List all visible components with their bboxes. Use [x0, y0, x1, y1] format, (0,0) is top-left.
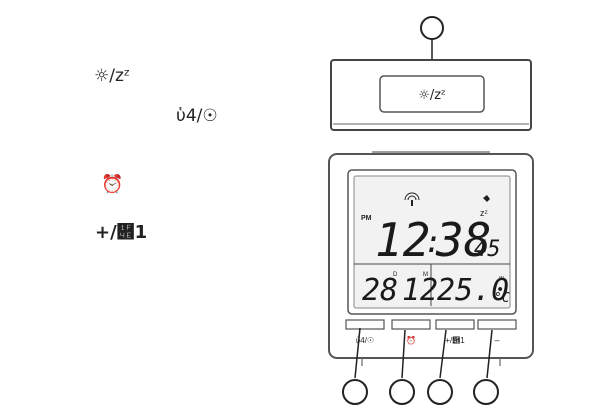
- date-month: 12: [402, 273, 438, 308]
- date-month-marker: M: [423, 272, 428, 278]
- alarm-button[interactable]: [392, 320, 430, 329]
- callout-circle-2: [390, 380, 414, 404]
- minus-button[interactable]: [478, 320, 516, 329]
- callout-circle-4: [474, 380, 498, 404]
- alarm-mode-button[interactable]: [346, 320, 384, 329]
- callout-circle-1: [343, 380, 367, 404]
- snooze-indicator: zᶻ: [480, 208, 488, 218]
- date-day-marker: D: [393, 272, 398, 278]
- button-label-minus: –: [494, 335, 499, 345]
- time-hours: 12: [375, 213, 430, 267]
- pm-indicator: PM: [361, 215, 372, 222]
- callout-circle-top: [421, 17, 443, 39]
- date-day: 28: [362, 273, 398, 308]
- temperature-unit: °C: [494, 291, 510, 306]
- top-button-label: ☼/zᶻ: [418, 88, 446, 103]
- time-seconds: 45: [474, 237, 501, 262]
- clock-top-view: ☼/zᶻ: [331, 60, 531, 130]
- callout-circle-3: [428, 380, 452, 404]
- temperature-in-label: IN: [499, 276, 504, 282]
- button-label-alarm: ⏰: [406, 335, 416, 345]
- plus-rcc-button[interactable]: [436, 320, 474, 329]
- button-label-plus-rcc: +/὎1: [445, 336, 465, 345]
